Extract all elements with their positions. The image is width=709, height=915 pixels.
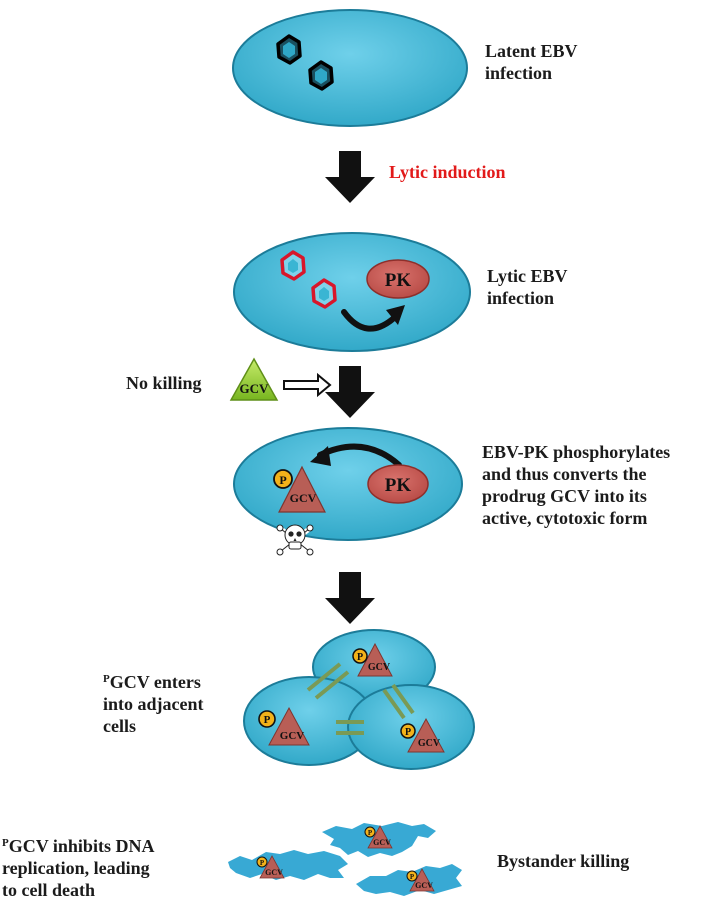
phosphorylation-line-3: prodrug GCV into its (482, 486, 647, 506)
gcv-label: GCV (280, 730, 305, 742)
phosphate-label: P (405, 727, 411, 738)
phosphorylation-description: EBV-PK phosphorylates and thus converts … (482, 441, 707, 529)
adjacent-cells: GCV P GCV P GCV P (243, 629, 475, 770)
lytic-cell: PK (233, 232, 471, 352)
phosphorylated-gcv: GCV P (273, 465, 326, 513)
down-arrow-icon (325, 366, 375, 418)
enters-line-3: cells (103, 716, 136, 736)
latent-episome-icon (308, 60, 334, 91)
phosphorylated-gcv: GCV P (258, 706, 310, 746)
cell-junction-lines (306, 662, 415, 735)
pk-label: PK (385, 270, 412, 291)
gcv-label: GCV (415, 881, 433, 890)
dying-cells: GCV P GCV P GCV P (228, 822, 462, 896)
latent-line-1: Latent EBV (485, 41, 578, 61)
gcv-label: GCV (290, 491, 317, 505)
phosphorylation-line-2: and thus converts the (482, 464, 647, 484)
pk-enzyme: PK (366, 259, 430, 299)
phosphate-badge-icon (352, 648, 368, 664)
phosphorylation-cell: PK GCV P (233, 427, 463, 556)
gcv-label: GCV (418, 738, 441, 749)
lytic-line-2: infection (487, 288, 554, 308)
phosphorylated-gcv: GCV P (400, 717, 445, 753)
lytic-infection-label: Lytic EBV infection (487, 265, 568, 309)
pk-label: PK (385, 475, 412, 496)
phosphate-badge-icon (364, 826, 376, 838)
lytic-induction-label: Lytic induction (389, 162, 506, 182)
down-arrow-icon (325, 572, 375, 624)
lytic-line-1: Lytic EBV (487, 266, 568, 286)
lytic-episome-icon (280, 250, 306, 281)
latent-infection-label: Latent EBV infection (485, 40, 578, 84)
inhibits-line-1-text: GCV inhibits DNA (8, 836, 155, 856)
gcv-label: GCV (240, 381, 270, 396)
gcv-prodrug: GCV (229, 357, 279, 401)
gcv-label: GCV (265, 868, 283, 877)
latent-line-2: infection (485, 63, 552, 83)
phosphate-badge-icon (406, 870, 418, 882)
gcv-label: GCV (368, 662, 391, 673)
phosphate-label: P (260, 859, 265, 867)
no-killing-label: No killing (126, 373, 202, 393)
phosphate-label: P (279, 473, 286, 487)
latent-episome-icon (276, 34, 302, 65)
hollow-right-arrow-icon (283, 372, 332, 398)
phosphate-label: P (357, 652, 363, 663)
latent-cell (232, 9, 468, 127)
phosphorylation-line-4: active, cytotoxic form (482, 508, 648, 528)
gcv-label: GCV (373, 838, 391, 847)
inhibits-superscript: P (2, 837, 9, 849)
dying-cell-left (228, 850, 348, 880)
inhibits-line-3: to cell death (2, 880, 95, 900)
lytic-episome-icon (311, 278, 337, 309)
inhibits-line-1: PGCV inhibits DNA (2, 832, 154, 857)
enters-superscript: P (103, 673, 110, 685)
phosphorylated-gcv: GCV P (256, 855, 285, 879)
phosphate-badge-icon (273, 469, 293, 489)
phosphate-badge-icon (400, 723, 416, 739)
phosphorylated-gcv: GCV P (406, 868, 435, 892)
phosphorylation-line-1: EBV-PK phosphorylates (482, 442, 671, 462)
curved-arrow-icon (310, 443, 402, 468)
phosphate-badge-icon (258, 710, 276, 728)
inhibits-line-2: replication, leading (2, 858, 150, 878)
phosphate-badge-icon (256, 856, 268, 868)
enters-adjacent-label: PGCV enters into adjacent cells (103, 668, 204, 737)
phosphate-label: P (368, 829, 373, 837)
bystander-killing-label: Bystander killing (497, 851, 630, 871)
phosphate-label: P (264, 714, 271, 726)
phosphate-label: P (410, 873, 415, 881)
enters-line-2: into adjacent (103, 694, 204, 714)
pk-enzyme: PK (367, 464, 429, 504)
skull-crossbones-icon (276, 524, 314, 556)
down-arrow-icon (325, 151, 375, 203)
phosphorylated-gcv: GCV P (364, 825, 393, 849)
inhibits-dna-label: PGCV inhibits DNA replication, leading t… (2, 832, 154, 901)
curved-arrow-icon (341, 305, 405, 332)
enters-line-1: PGCV enters (103, 668, 204, 693)
enters-line-1-text: GCV enters (109, 672, 201, 692)
phosphorylated-gcv: GCV P (352, 642, 393, 677)
